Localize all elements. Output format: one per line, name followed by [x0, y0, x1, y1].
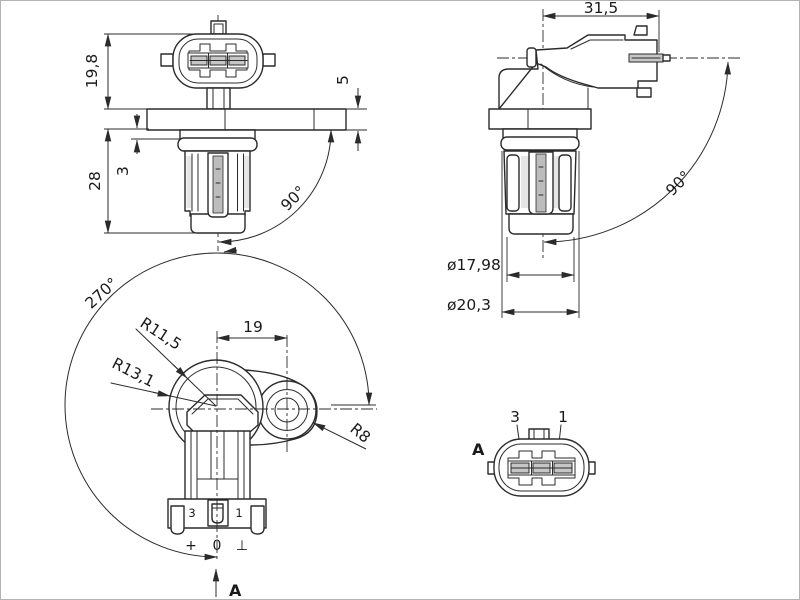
latch-ear-right [262, 53, 276, 67]
radius-13-1-label: R13,1 [109, 354, 158, 391]
side-angle-arc [543, 61, 731, 246]
face-inner [498, 443, 585, 492]
o-ring [177, 137, 258, 152]
face-view-label: A [472, 440, 485, 459]
castellation-bottom [507, 473, 576, 486]
hood-rim [526, 47, 537, 68]
mounting-flange [488, 108, 592, 130]
sensor-body [500, 128, 580, 235]
front-view: 19,8 28 3 5 90° [83, 15, 367, 251]
castellation-bottom [188, 67, 248, 78]
radius-8-leader [312, 422, 367, 450]
face-pin-3-label: 3 [510, 408, 520, 426]
plus-symbol: + [185, 538, 197, 554]
lower-tab [636, 87, 652, 98]
top-pin-1-label: 1 [235, 506, 242, 520]
front-angle-arc [218, 129, 335, 246]
connector-neck [206, 87, 231, 110]
terminal-tip [662, 54, 671, 62]
rib-left [506, 154, 520, 212]
dim-31-5-label: 31,5 [584, 1, 619, 17]
dim-28-label: 28 [86, 171, 104, 191]
dim-5-label: 5 [334, 75, 352, 85]
pin-plan [211, 503, 224, 524]
connector-tab [210, 20, 227, 35]
sensing-tip [508, 213, 574, 235]
dim-19-label: 19 [243, 318, 263, 336]
top-view: 270° R11,5 R13,1 19 R8 3 1 + 0 ⊥ A [64, 246, 377, 599]
ground-symbol: ⊥ [236, 538, 248, 554]
radius-8-label: R8 [347, 420, 374, 447]
dim-3-label: 3 [114, 166, 132, 176]
o-ring [500, 136, 580, 151]
side-view: 31,5 90° ø17,98 ø20,3 [447, 1, 741, 318]
side-connector [498, 25, 671, 110]
terminal-pins [187, 52, 249, 69]
body-main [184, 430, 251, 509]
connector-housing [160, 20, 276, 110]
rib-right [558, 154, 572, 212]
mounting-foot-right [250, 505, 265, 535]
connector-tab [633, 25, 648, 36]
angle-270-arc [64, 252, 373, 561]
dia-17-98-label: ø17,98 [447, 256, 501, 274]
housing-inner [178, 38, 258, 84]
terminal-pins [507, 460, 576, 476]
view-a-arrow-label: A [229, 581, 242, 599]
signal-symbol: 0 [213, 538, 222, 554]
sensing-element [535, 153, 547, 213]
connector-face-view: 3 1 A [472, 408, 596, 497]
dim-19-8-label: 19,8 [83, 54, 101, 89]
sensing-element [212, 155, 224, 214]
front-angle-90-label: 90° [277, 182, 309, 214]
top-pin-3-label: 3 [188, 506, 195, 520]
mounting-foot-left [170, 505, 185, 535]
face-pin-1-label: 1 [558, 408, 568, 426]
sensor-body [177, 129, 258, 234]
side-dimensions: 31,5 90° ø17,98 ø20,3 [447, 1, 731, 318]
dia-20-3-label: ø20,3 [447, 296, 491, 314]
latch-ear-left [160, 53, 174, 67]
castellation-top [507, 450, 576, 463]
castellation-top [188, 43, 248, 54]
radius-11-5-label: R11,5 [137, 314, 185, 354]
mounting-flange [146, 108, 347, 131]
